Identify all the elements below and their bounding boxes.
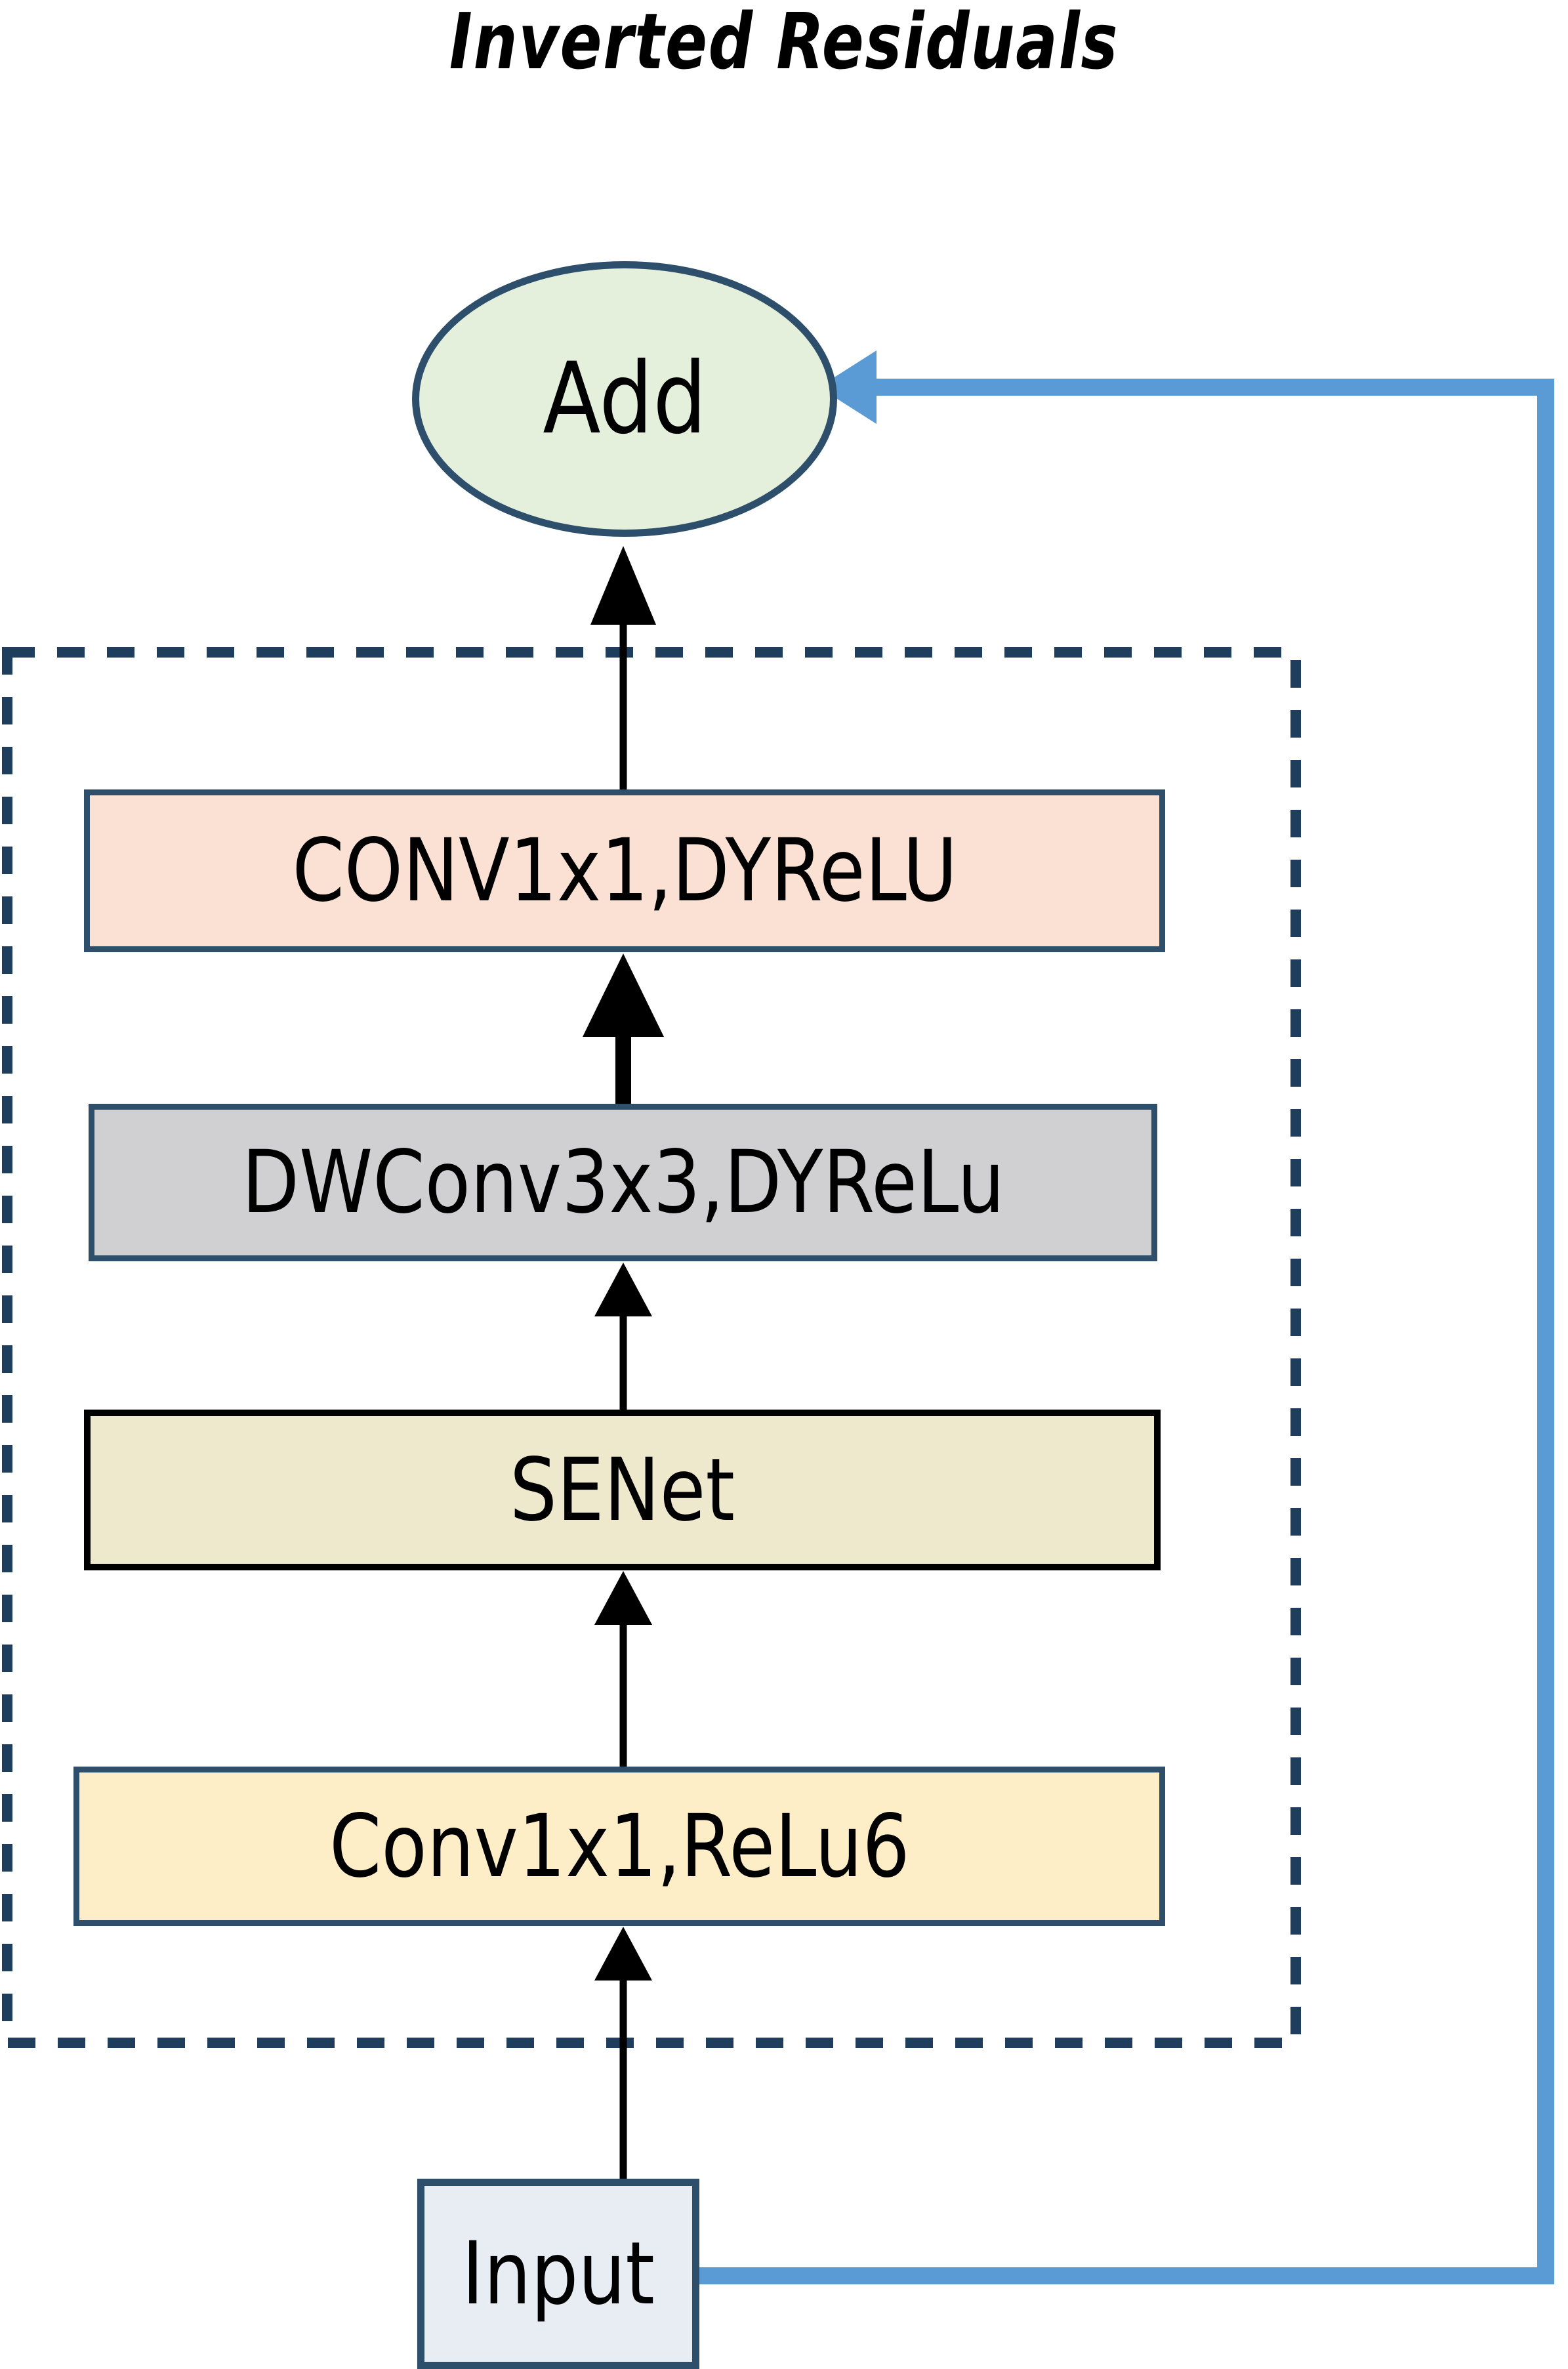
edge-conv-bottom-to-senet <box>594 1571 652 1767</box>
inverted-residual-group-dashed-border <box>2 647 1301 2048</box>
edge-dwconv-to-conv-top <box>583 954 664 1104</box>
node-conv-top-label: CONV1x1,DYReLU <box>292 820 957 921</box>
figure-title: Inverted Residuals <box>449 0 1119 87</box>
node-input[interactable]: Input <box>417 2179 699 2369</box>
node-dwconv-label: DWConv3x3,DYReLu <box>241 1132 1004 1233</box>
node-input-label: Input <box>462 2223 655 2324</box>
node-add-label: Add <box>543 342 707 456</box>
edge-senet-to-dwconv <box>594 1263 652 1410</box>
skip-connection-line <box>699 350 1554 2284</box>
edge-conv-top-to-add <box>590 546 656 789</box>
node-add[interactable]: Add <box>412 261 837 537</box>
skip-connection-arrowhead <box>819 350 877 424</box>
node-dwconv[interactable]: DWConv3x3,DYReLu <box>89 1104 1157 1261</box>
node-conv-top[interactable]: CONV1x1,DYReLU <box>84 789 1165 952</box>
node-senet[interactable]: SENet <box>84 1410 1161 1570</box>
node-conv-bottom-label: Conv1x1,ReLu6 <box>329 1795 910 1897</box>
edge-input-to-conv-bottom <box>594 1927 652 2179</box>
node-conv-bottom[interactable]: Conv1x1,ReLu6 <box>73 1767 1165 1926</box>
node-senet-label: SENet <box>509 1439 735 1541</box>
